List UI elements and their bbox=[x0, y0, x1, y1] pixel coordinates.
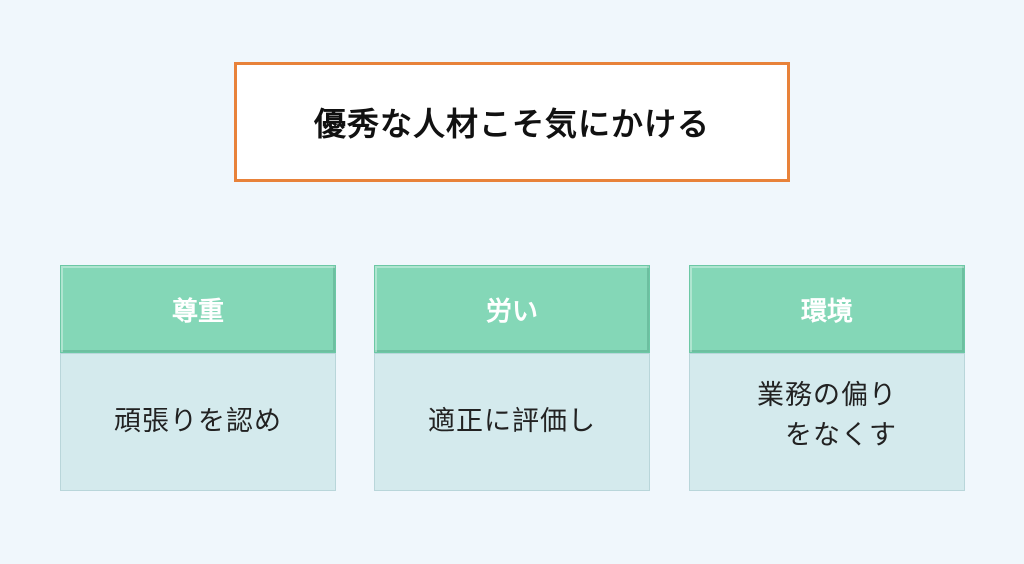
column-environment: 環境 業務の偏り をなくす bbox=[689, 265, 965, 491]
column-body-text-line2: をなくす bbox=[785, 420, 897, 451]
column-header-label: 労い bbox=[485, 296, 538, 327]
column-header-label: 環境 bbox=[800, 296, 853, 327]
column-header-respect: 尊重 bbox=[60, 265, 336, 353]
column-body-text: 頑張りを認め bbox=[114, 406, 282, 437]
column-appreciation: 労い 適正に評価し bbox=[374, 265, 650, 491]
diagram-title: 優秀な人材こそ気にかける bbox=[313, 105, 710, 143]
column-body-respect: 頑張りを認め bbox=[60, 353, 336, 491]
column-respect: 尊重 頑張りを認め bbox=[60, 265, 336, 491]
column-header-environment: 環境 bbox=[689, 265, 965, 353]
column-header-appreciation: 労い bbox=[374, 265, 650, 353]
column-body-lines: 業務の偏り をなくす bbox=[757, 376, 897, 456]
column-body-text: 適正に評価し bbox=[428, 406, 596, 437]
column-body-text-line1: 業務の偏り bbox=[757, 380, 897, 411]
column-body-environment: 業務の偏り をなくす bbox=[689, 353, 965, 491]
column-header-label: 尊重 bbox=[171, 296, 224, 327]
column-body-appreciation: 適正に評価し bbox=[374, 353, 650, 491]
title-box: 優秀な人材こそ気にかける bbox=[234, 62, 790, 182]
